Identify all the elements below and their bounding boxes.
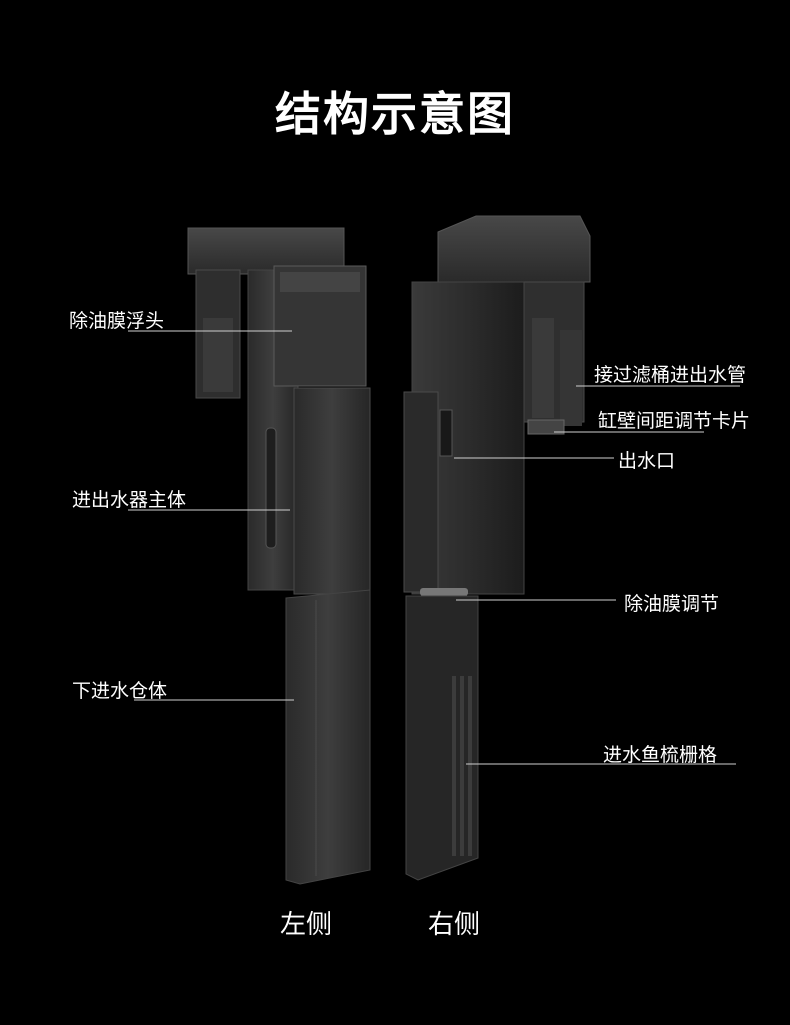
- label-oil-film-adjust: 除油膜调节: [624, 593, 720, 615]
- leader-lines: [128, 330, 740, 765]
- page-title: 结构示意图: [275, 87, 515, 141]
- label-lower-inlet-chamber: 下进水仓体: [72, 680, 168, 702]
- grille: [452, 676, 472, 856]
- label-water-outlet: 出水口: [618, 450, 676, 472]
- label-oil-film-float: 除油膜浮头: [69, 310, 165, 332]
- right-device: [403, 215, 591, 881]
- label-inlet-grille: 进水鱼梳栅格: [603, 744, 718, 766]
- label-filter-pipe-connection: 接过滤桶进出水管: [594, 364, 747, 386]
- label-main-body: 进出水器主体: [72, 489, 187, 511]
- label-wall-spacer-clip: 缸壁间距调节卡片: [598, 410, 751, 432]
- caption-left-side: 左侧: [280, 910, 333, 940]
- caption-right-side: 右侧: [428, 910, 481, 940]
- left-device: [187, 227, 371, 885]
